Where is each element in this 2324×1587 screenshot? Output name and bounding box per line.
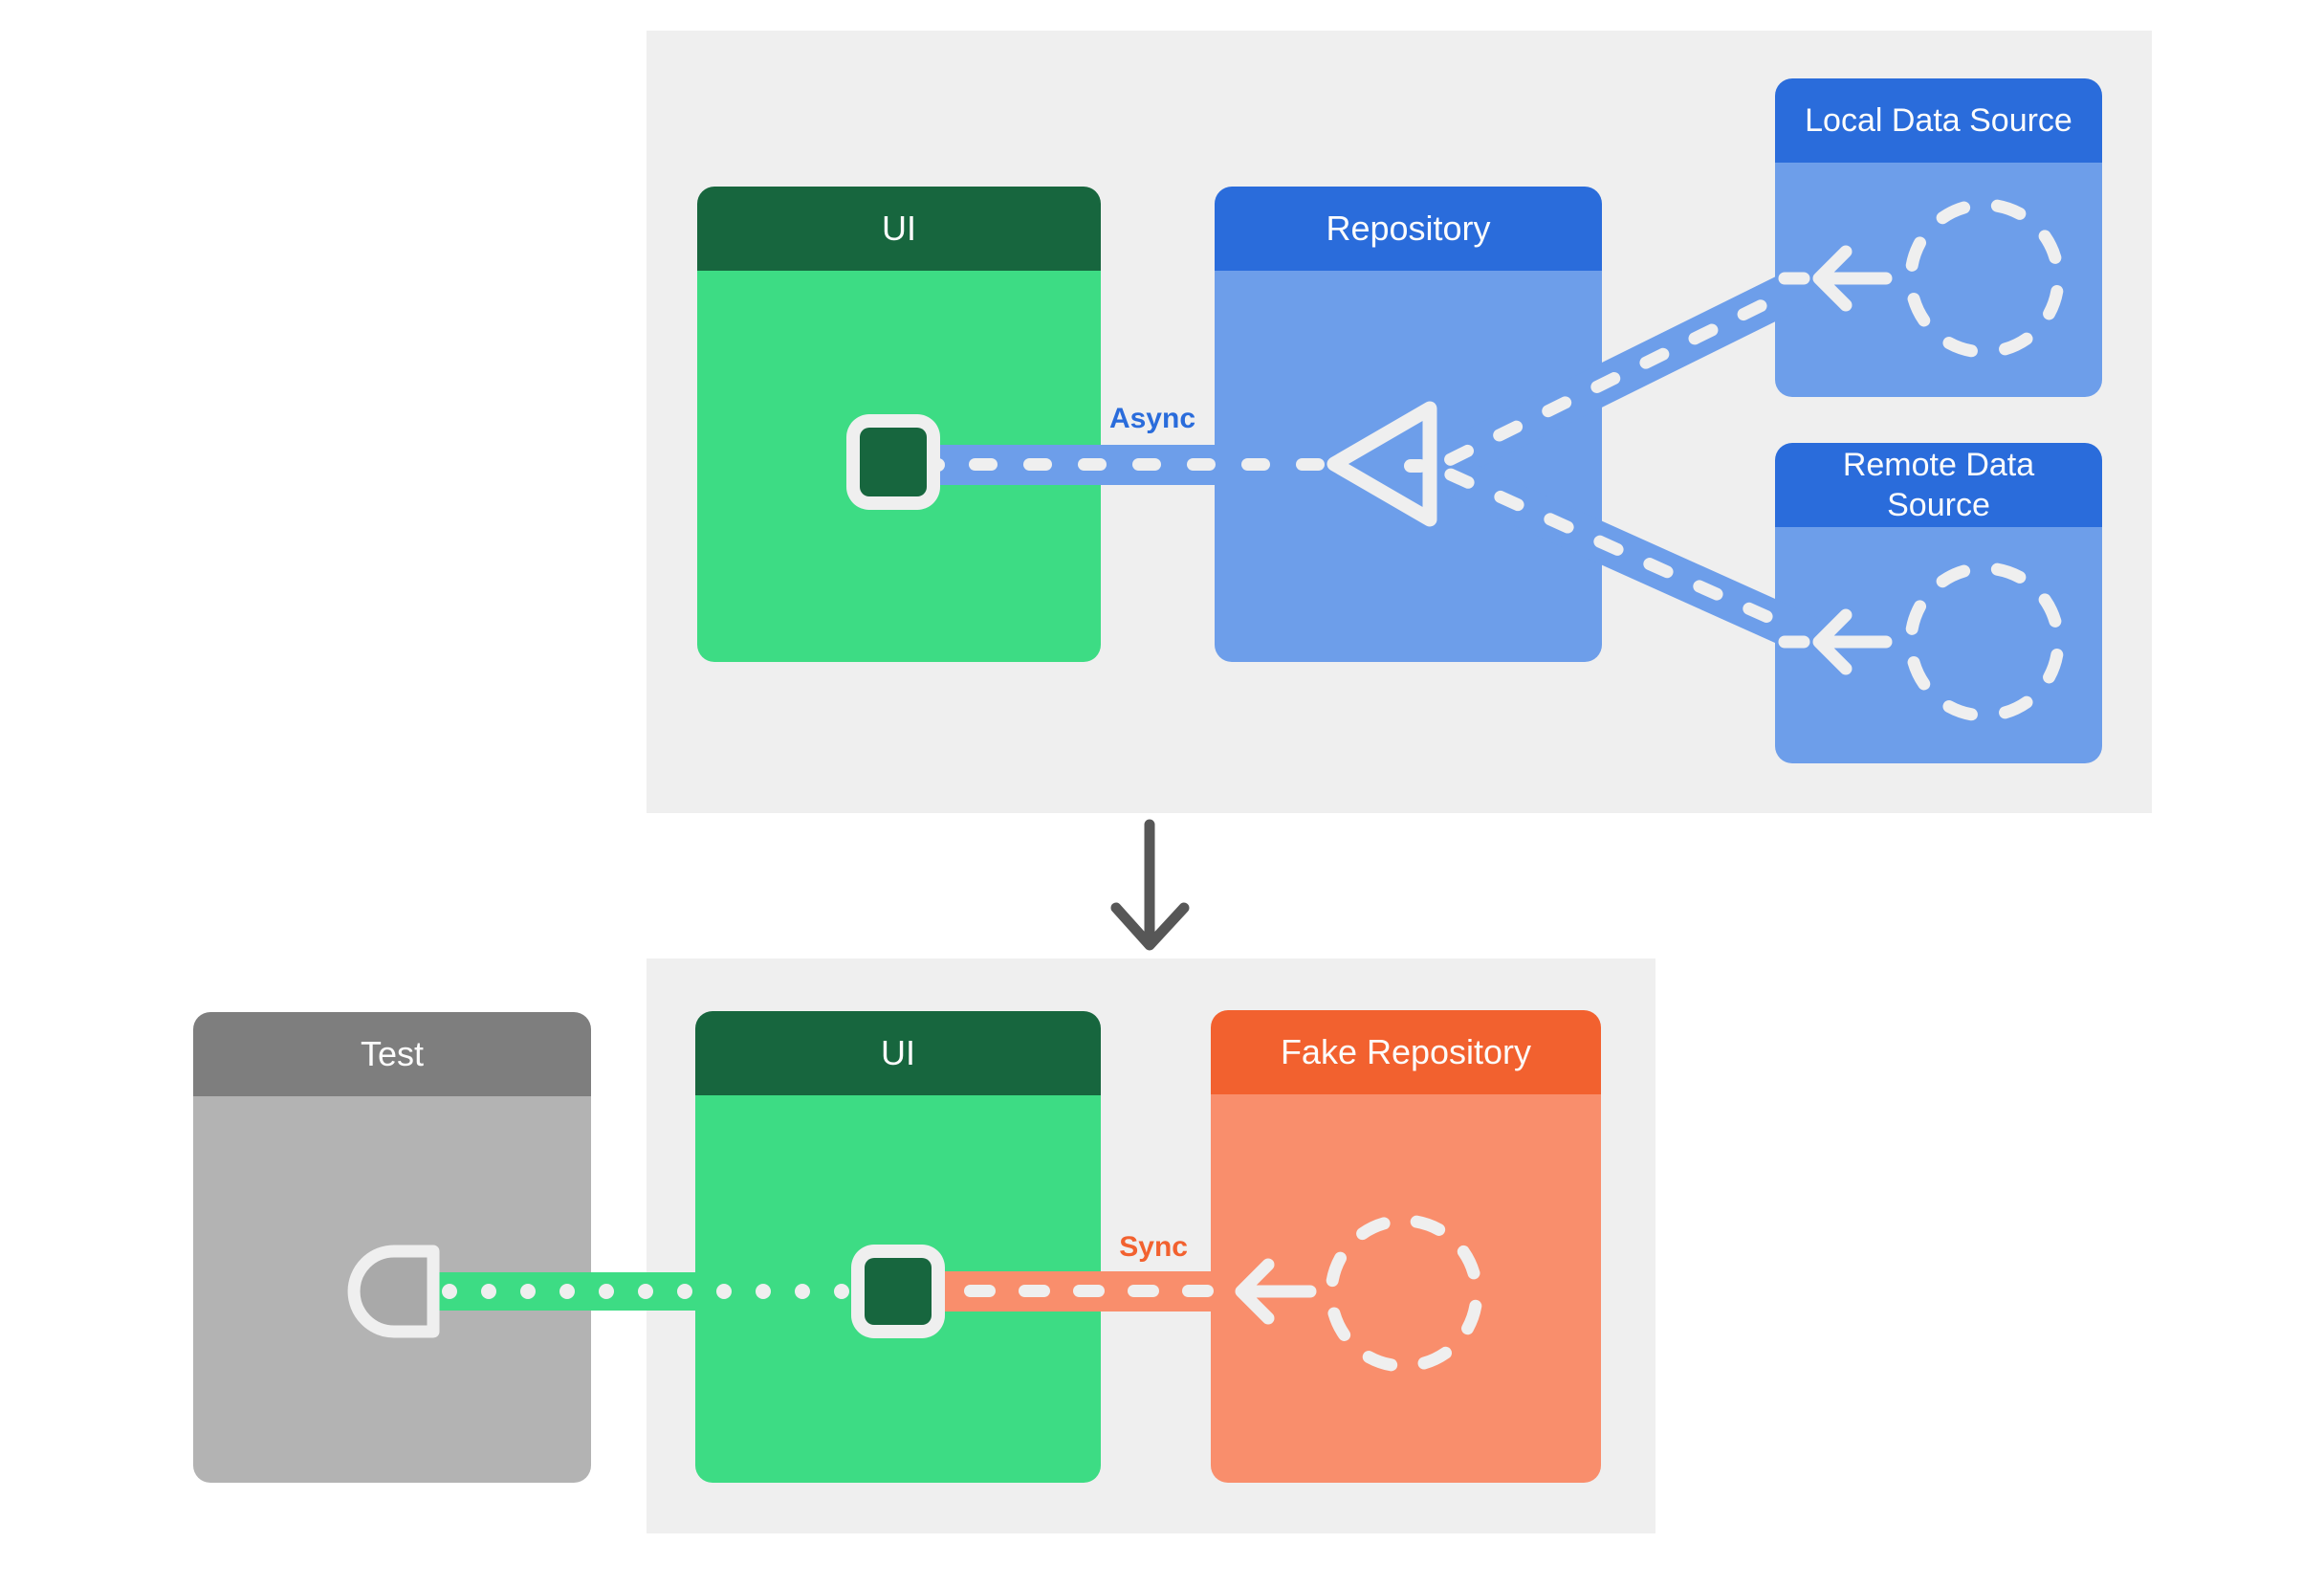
band-dash [756, 1284, 771, 1299]
fake-repository-title: Fake Repository [1280, 1032, 1532, 1071]
test-box-title: Test [360, 1034, 425, 1073]
repository-box-header: Repository [1215, 187, 1602, 271]
band-dash [638, 1284, 653, 1299]
band-dash [1241, 458, 1270, 471]
ui-box-top-title: UI [882, 209, 916, 248]
remote-data-source-header: Remote Data Source [1775, 443, 2102, 527]
band-dash [559, 1284, 575, 1299]
down-arrow-icon [1110, 819, 1190, 951]
band-dash [599, 1284, 614, 1299]
band-dash [1187, 458, 1216, 471]
band-dash [1078, 458, 1107, 471]
band-dash [442, 1284, 457, 1299]
test-box: Test [193, 1012, 591, 1483]
band-dash [1023, 458, 1052, 471]
test-box-header: Test [193, 1012, 591, 1096]
band-dash [969, 458, 998, 471]
local-data-source-box: Local Data Source [1775, 78, 2102, 397]
ui-box-bottom-header: UI [695, 1011, 1101, 1095]
remote-data-source-box: Remote Data Source [1775, 443, 2102, 763]
band-dash [1019, 1285, 1050, 1297]
band-dash [1073, 1285, 1105, 1297]
sync-label: Sync [1119, 1231, 1188, 1263]
band-dash [481, 1284, 496, 1299]
band-dash [520, 1284, 536, 1299]
ui-box-bottom-title: UI [881, 1033, 915, 1072]
async-label: Async [1108, 403, 1195, 434]
band-dash [1296, 458, 1325, 471]
merge-point-stub [1404, 459, 1427, 473]
local-data-source-title: Local Data Source [1805, 102, 2072, 139]
band-dash [1132, 458, 1161, 471]
ui-box-top-header: UI [697, 187, 1101, 271]
band-dash [1128, 1285, 1159, 1297]
band-dash [677, 1284, 692, 1299]
remote-data-source-title: Remote Data Source [1842, 447, 2035, 523]
band-dash [1182, 1285, 1214, 1297]
state-square-inner [860, 428, 927, 496]
local-data-source-header: Local Data Source [1775, 78, 2102, 163]
fake-repository-box: Fake Repository [1211, 1010, 1601, 1483]
band-dash [834, 1284, 849, 1299]
band-dash [795, 1284, 810, 1299]
band-dash [964, 1285, 996, 1297]
repository-box-title: Repository [1326, 209, 1491, 248]
state-square-inner-bottom [865, 1258, 932, 1325]
fake-repository-header: Fake Repository [1211, 1010, 1601, 1094]
band-dash [716, 1284, 732, 1299]
